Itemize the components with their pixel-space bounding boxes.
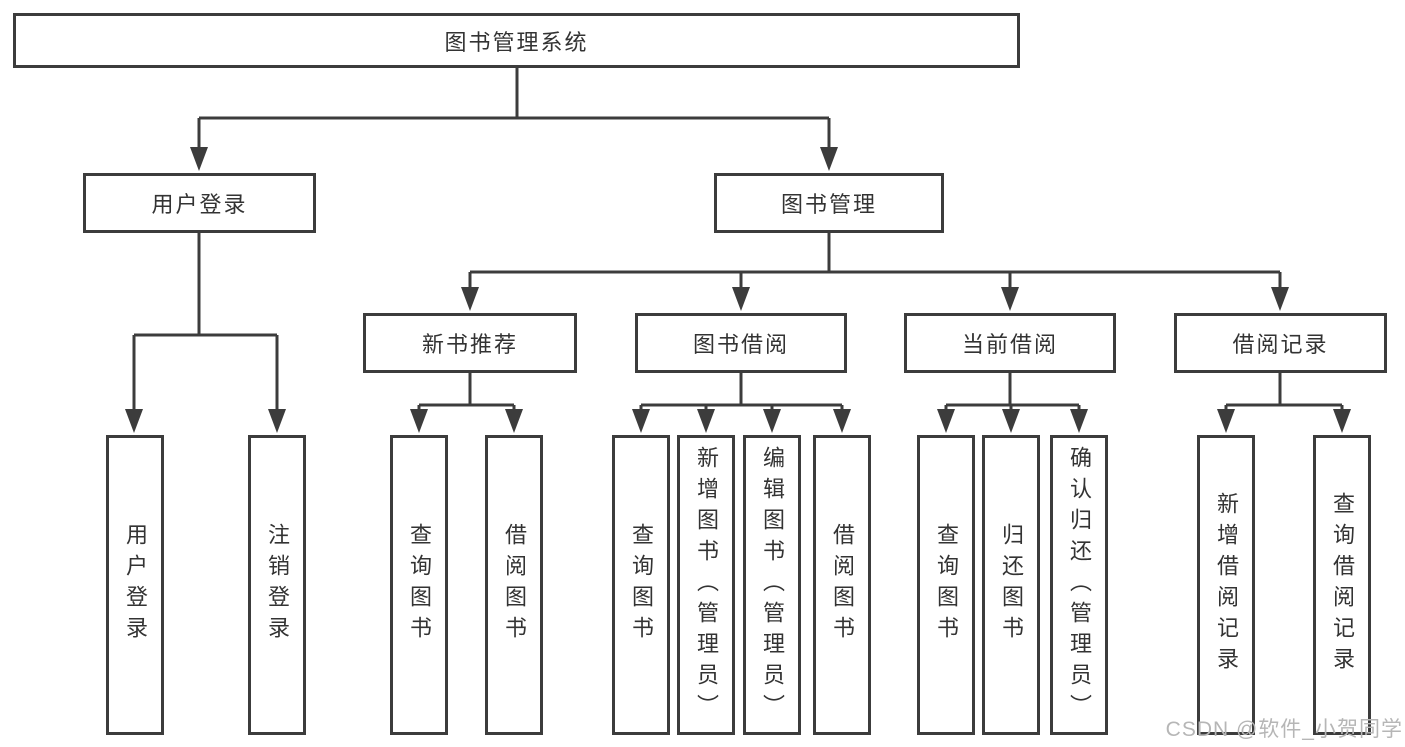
leaf-borrow-books: 借阅图书	[813, 435, 871, 735]
leaf-confirm-return-admin: 确认归还（管理员）	[1050, 435, 1108, 735]
leaf-return-books: 归还图书	[982, 435, 1040, 735]
node-book-borrow: 图书借阅	[635, 313, 847, 373]
leaf-query-borrow-record: 查询借阅记录	[1313, 435, 1371, 735]
node-new-book-recommend: 新书推荐	[363, 313, 577, 373]
leaf-logout: 注销登录	[248, 435, 306, 735]
csdn-watermark: CSDN @软件_小贺同学	[1165, 718, 1403, 741]
node-book-management: 图书管理	[714, 173, 944, 233]
leaf-add-borrow-record: 新增借阅记录	[1197, 435, 1255, 735]
node-current-borrow: 当前借阅	[904, 313, 1116, 373]
leaf-borrow-books-recommend: 借阅图书	[485, 435, 543, 735]
leaf-edit-books-admin: 编辑图书（管理员）	[743, 435, 801, 735]
node-borrow-records: 借阅记录	[1174, 313, 1387, 373]
leaf-user-login: 用户登录	[106, 435, 164, 735]
arrowheads	[125, 147, 1351, 433]
leaf-query-books-borrow: 查询图书	[612, 435, 670, 735]
leaf-query-books-recommend: 查询图书	[390, 435, 448, 735]
leaf-query-books-current: 查询图书	[917, 435, 975, 735]
node-library-system: 图书管理系统	[13, 13, 1020, 68]
node-user-login: 用户登录	[83, 173, 316, 233]
leaf-add-books-admin: 新增图书（管理员）	[677, 435, 735, 735]
